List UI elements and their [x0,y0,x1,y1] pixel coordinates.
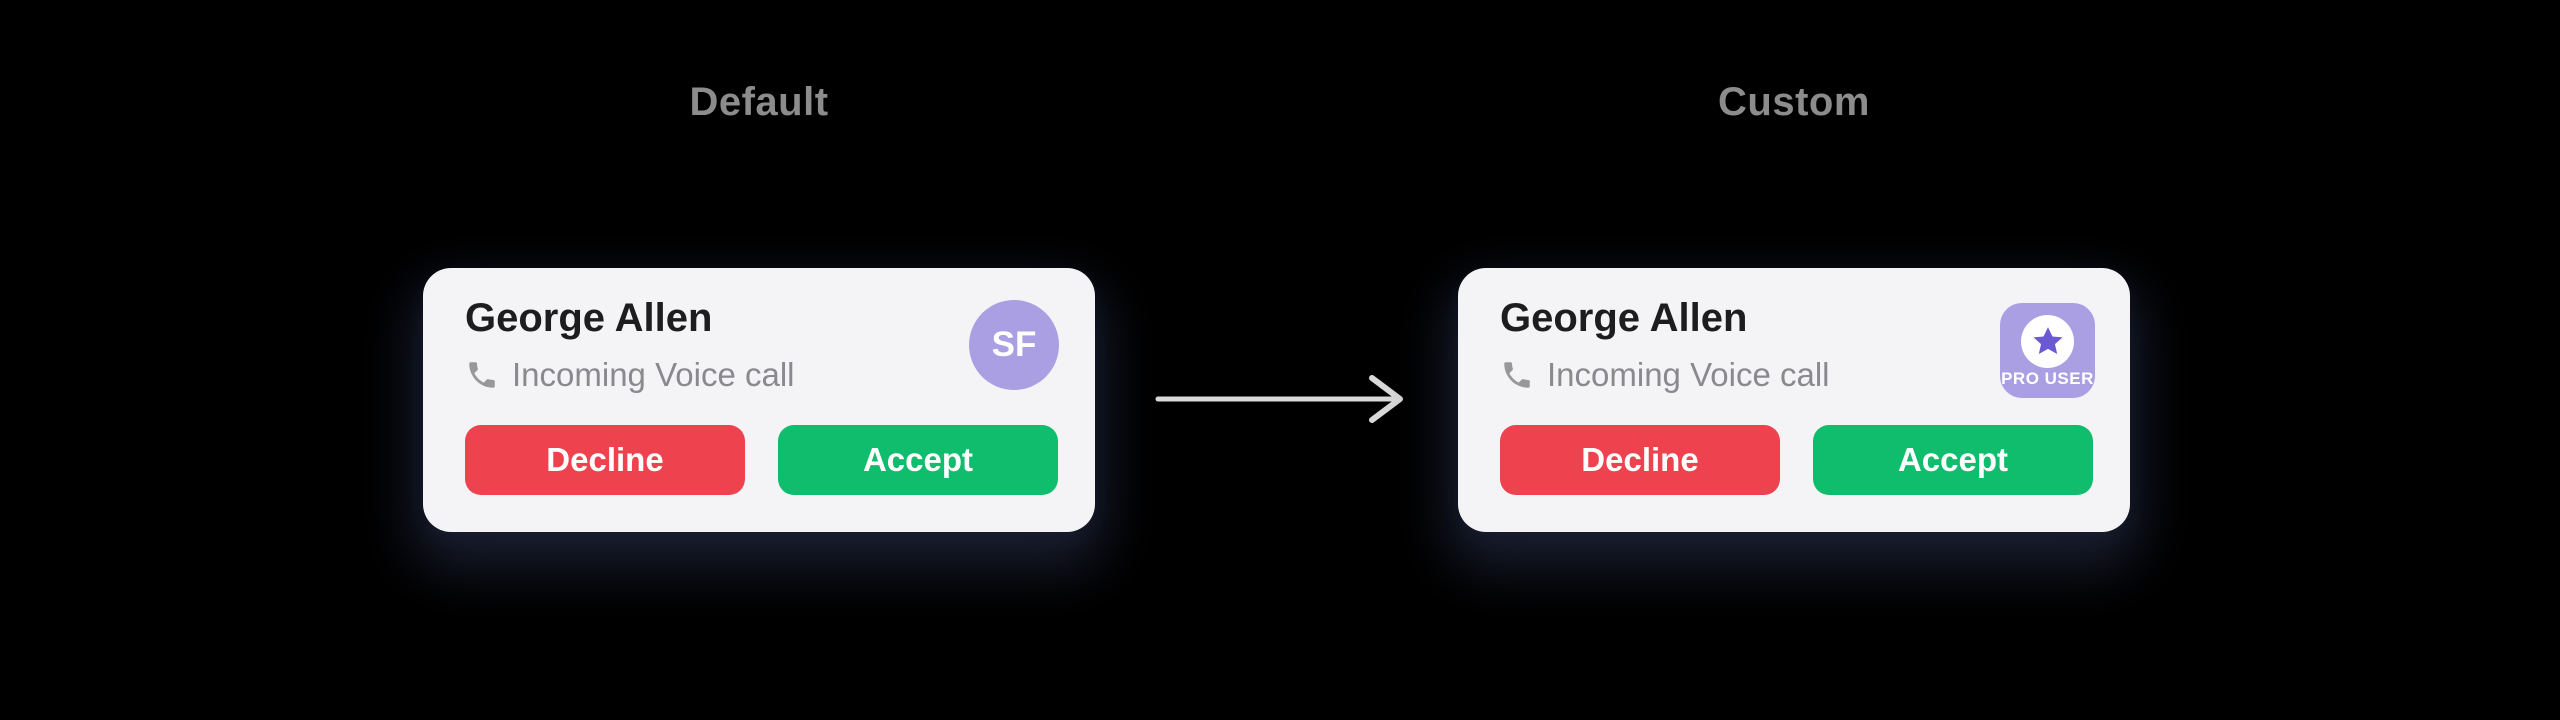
phone-icon [1500,358,1534,392]
decline-button[interactable]: Decline [1500,425,1780,495]
star-icon [2021,315,2074,368]
pro-user-badge-label: PRO USER [2001,369,2094,388]
call-subtitle-row: Incoming Voice call [465,356,794,394]
accept-button[interactable]: Accept [1813,425,2093,495]
call-action-buttons: Decline Accept [1500,425,2093,495]
call-action-buttons: Decline Accept [465,425,1058,495]
accept-button[interactable]: Accept [778,425,1058,495]
decline-button[interactable]: Decline [465,425,745,495]
caller-name: George Allen [465,296,713,340]
pro-user-badge: PRO USER [2000,303,2095,398]
avatar-initials: SF [991,325,1037,364]
incoming-call-card-custom: George Allen Incoming Voice call PRO USE… [1458,268,2130,532]
incoming-call-card-default: George Allen Incoming Voice call SF Decl… [423,268,1095,532]
call-subtitle: Incoming Voice call [1547,356,1830,393]
call-subtitle-row: Incoming Voice call [1500,356,1829,394]
section-label-default: Default [689,80,829,124]
phone-icon [465,358,499,392]
caller-name: George Allen [1500,296,1748,340]
avatar: SF [969,300,1059,390]
transition-arrow-icon [1155,375,1403,423]
call-subtitle: Incoming Voice call [512,356,795,393]
section-label-custom: Custom [1718,80,1870,124]
